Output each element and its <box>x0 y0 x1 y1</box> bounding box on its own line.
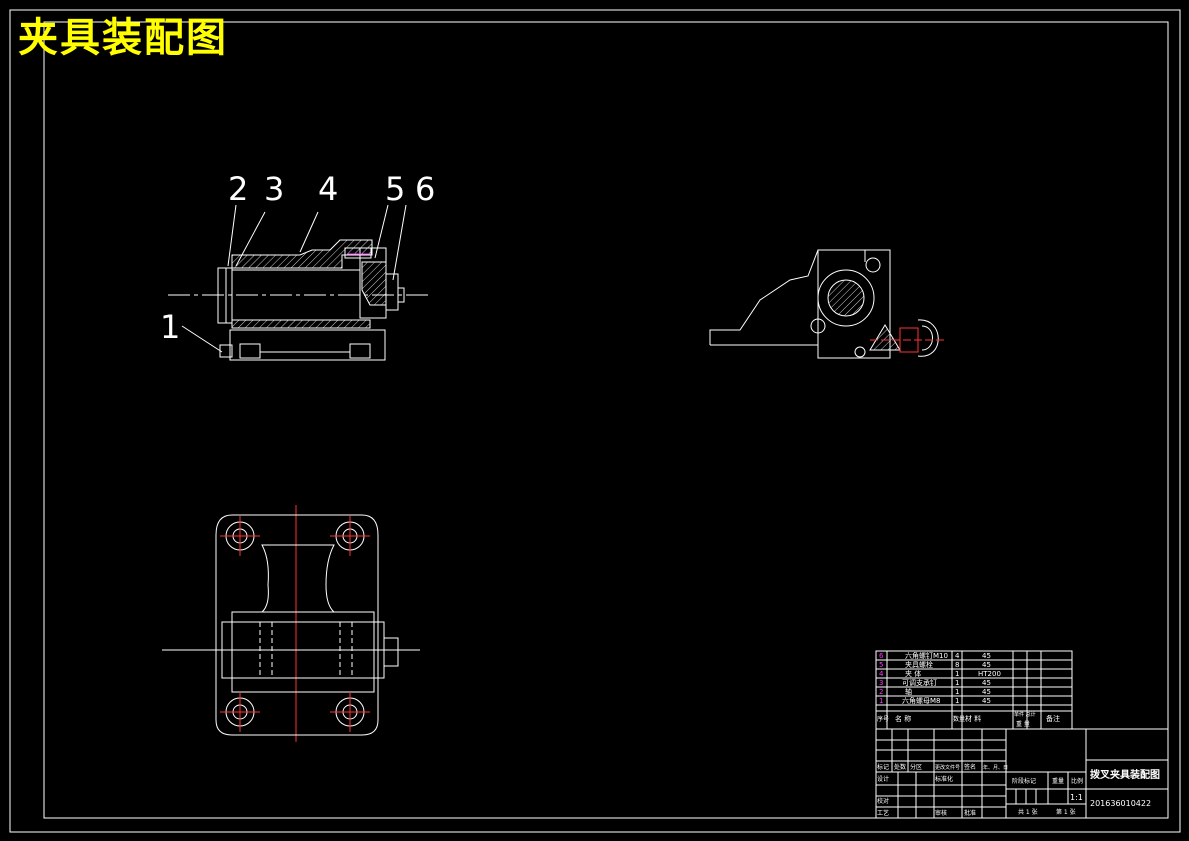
parts-row-name: 可调支承钉 <box>902 678 937 687</box>
callout-2: 2 <box>228 170 248 208</box>
parts-row-no: 2 <box>879 688 883 696</box>
parts-header-no: 序号 <box>877 715 889 723</box>
title-block <box>875 728 1169 819</box>
parts-row-qty: 1 <box>955 688 959 696</box>
parts-row-qty: 1 <box>955 697 959 705</box>
tb-date: 年、月、日 <box>983 764 1008 771</box>
parts-row-name: 六角螺钉M10 <box>905 651 948 660</box>
parts-header-material: 材 料 <box>965 714 981 723</box>
callout-5: 5 <box>385 170 405 208</box>
tb-standard: 标准化 <box>935 775 953 783</box>
tb-sign: 签名 <box>964 763 976 771</box>
outer-border <box>9 9 1181 833</box>
tb-zone: 分区 <box>910 763 922 771</box>
top-view <box>162 505 420 742</box>
tb-check: 校对 <box>877 797 889 805</box>
tb-sheet: 第 1 张 <box>1056 808 1076 816</box>
tb-sheets: 共 1 张 <box>1018 808 1038 816</box>
parts-row-material: HT200 <box>978 670 1001 678</box>
parts-row-no: 5 <box>879 661 883 669</box>
parts-header-name: 名 称 <box>895 714 911 723</box>
tb-scale: 1:1 <box>1070 793 1083 802</box>
parts-row-name: 轴 <box>905 687 912 696</box>
callout-6: 6 <box>415 170 435 208</box>
parts-row-qty: 8 <box>955 661 959 669</box>
parts-row-name: 六角螺母M8 <box>902 696 941 705</box>
parts-row-no: 1 <box>879 697 883 705</box>
parts-row-name: 夹具螺栓 <box>905 660 933 669</box>
parts-row-material: 45 <box>982 697 991 705</box>
callout-labels: 2 3 4 5 6 1 <box>160 170 435 346</box>
parts-row-qty: 1 <box>955 670 959 678</box>
parts-header-qty: 数量 <box>953 715 965 723</box>
parts-row-material: 45 <box>982 661 991 669</box>
parts-row-material: 45 <box>982 652 991 660</box>
parts-row-no: 3 <box>879 679 883 687</box>
parts-row-qty: 4 <box>955 652 960 660</box>
callout-3: 3 <box>264 170 284 208</box>
front-view <box>168 204 428 361</box>
tb-marks: 标记 <box>877 763 889 771</box>
tb-design: 设计 <box>877 775 889 783</box>
tb-weight: 重量 <box>1052 777 1064 785</box>
parts-row-qty: 1 <box>955 679 959 687</box>
tb-scale-label: 比例 <box>1071 777 1083 785</box>
side-view <box>709 249 945 359</box>
drawing-title: 夹具装配图 <box>18 15 228 61</box>
tb-drawing-no: 201636010422 <box>1090 799 1151 808</box>
parts-header-remark: 备注 <box>1046 714 1060 723</box>
parts-row-no: 4 <box>879 670 884 678</box>
tb-process: 工艺 <box>877 809 889 817</box>
parts-row-material: 45 <box>982 679 991 687</box>
title-block-text: 标记 处数 分区 更改文件号 签名 年、月、日 设计 标准化 校对 工艺 审核 … <box>877 763 1160 817</box>
inner-border <box>43 21 1169 819</box>
parts-row-no: 6 <box>879 652 884 660</box>
tb-approve: 批准 <box>964 809 976 817</box>
callout-4: 4 <box>318 170 338 208</box>
tb-review: 审核 <box>935 809 947 817</box>
callout-1: 1 <box>160 308 180 346</box>
parts-row-name: 夹 体 <box>905 669 921 678</box>
tb-change-doc: 更改文件号 <box>935 764 960 771</box>
parts-row-material: 45 <box>982 688 991 696</box>
parts-header-weight: 单件 总计 <box>1014 711 1036 718</box>
tb-drawing-name: 拨叉夹具装配图 <box>1090 768 1160 781</box>
parts-header-weight2: 重 量 <box>1016 720 1030 728</box>
tb-stage: 阶段标记 <box>1012 777 1036 785</box>
parts-list-rows: 6 六角螺钉M10 4 45 5 夹具螺栓 8 45 4 夹 体 1 HT200… <box>877 651 1060 728</box>
tb-count: 处数 <box>894 763 906 771</box>
